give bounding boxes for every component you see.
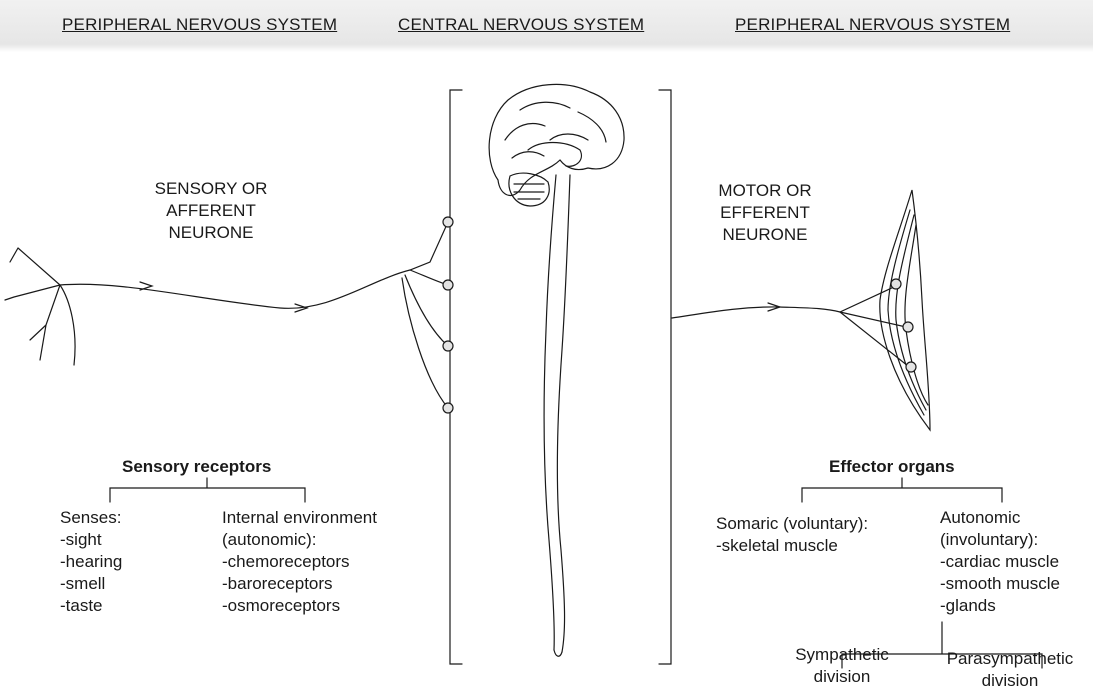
sensory-neurone (5, 222, 448, 408)
sympathetic-line2: division (772, 666, 912, 688)
somatic-heading: Somaric (voluntary): (716, 513, 868, 535)
senses-item: -hearing (60, 551, 122, 573)
senses-item: -sight (60, 529, 122, 551)
autonomic-item: -smooth muscle (940, 573, 1060, 595)
sympathetic-division: Sympathetic division (772, 644, 912, 688)
internal-heading-line1: Internal environment (222, 507, 377, 529)
muscle-icon (880, 190, 930, 430)
autonomic-item: -cardiac muscle (940, 551, 1060, 573)
cerebellum (509, 173, 549, 206)
parasympathetic-line2: division (930, 670, 1090, 692)
somatic-item: -skeletal muscle (716, 535, 868, 557)
effector-organs-title: Effector organs (829, 456, 955, 478)
autonomic-list: Autonomic (involuntary): -cardiac muscle… (940, 507, 1060, 617)
synapse-node (443, 341, 453, 351)
effector-organs-bracket (802, 478, 1002, 502)
autonomic-item: -glands (940, 595, 1060, 617)
senses-item: -taste (60, 595, 122, 617)
motor-neurone-line2: EFFERENT (715, 202, 815, 224)
autonomic-heading-line1: Autonomic (940, 507, 1060, 529)
motor-end-plate (903, 322, 913, 332)
motor-end-plate (891, 279, 901, 289)
sympathetic-line1: Sympathetic (772, 644, 912, 666)
sensory-neurone-line3: NEURONE (141, 222, 281, 244)
senses-list: Senses: -sight -hearing -smell -taste (60, 507, 122, 617)
spinal-cord (544, 175, 570, 656)
sensory-receptors-title: Sensory receptors (122, 456, 271, 478)
synapse-node (443, 217, 453, 227)
senses-heading: Senses: (60, 507, 122, 529)
motor-neurone (672, 286, 908, 366)
senses-item: -smell (60, 573, 122, 595)
internal-item: -chemoreceptors (222, 551, 377, 573)
brain-icon (489, 84, 624, 206)
sensory-neurone-line2: AFFERENT (141, 200, 281, 222)
parasympathetic-line1: Parasympathetic (930, 648, 1090, 670)
motor-neurone-line3: NEURONE (715, 224, 815, 246)
somatic-list: Somaric (voluntary): -skeletal muscle (716, 513, 868, 557)
sensory-receptors-bracket (110, 478, 305, 502)
motor-neurone-line1: MOTOR OR (715, 180, 815, 202)
motor-end-plate (906, 362, 916, 372)
motor-neurone-label: MOTOR OR EFFERENT NEURONE (715, 180, 815, 246)
sensory-neurone-line1: SENSORY OR (141, 178, 281, 200)
internal-environment-list: Internal environment (autonomic): -chemo… (222, 507, 377, 617)
cns-bracket-right (659, 90, 671, 664)
internal-heading-line2: (autonomic): (222, 529, 377, 551)
internal-item: -osmoreceptors (222, 595, 377, 617)
synapse-node (443, 403, 453, 413)
sensory-neurone-label: SENSORY OR AFFERENT NEURONE (141, 178, 281, 244)
cns-bracket-left (450, 90, 462, 664)
parasympathetic-division: Parasympathetic division (930, 648, 1090, 692)
synapse-node (443, 280, 453, 290)
internal-item: -baroreceptors (222, 573, 377, 595)
autonomic-heading-line2: (involuntary): (940, 529, 1060, 551)
